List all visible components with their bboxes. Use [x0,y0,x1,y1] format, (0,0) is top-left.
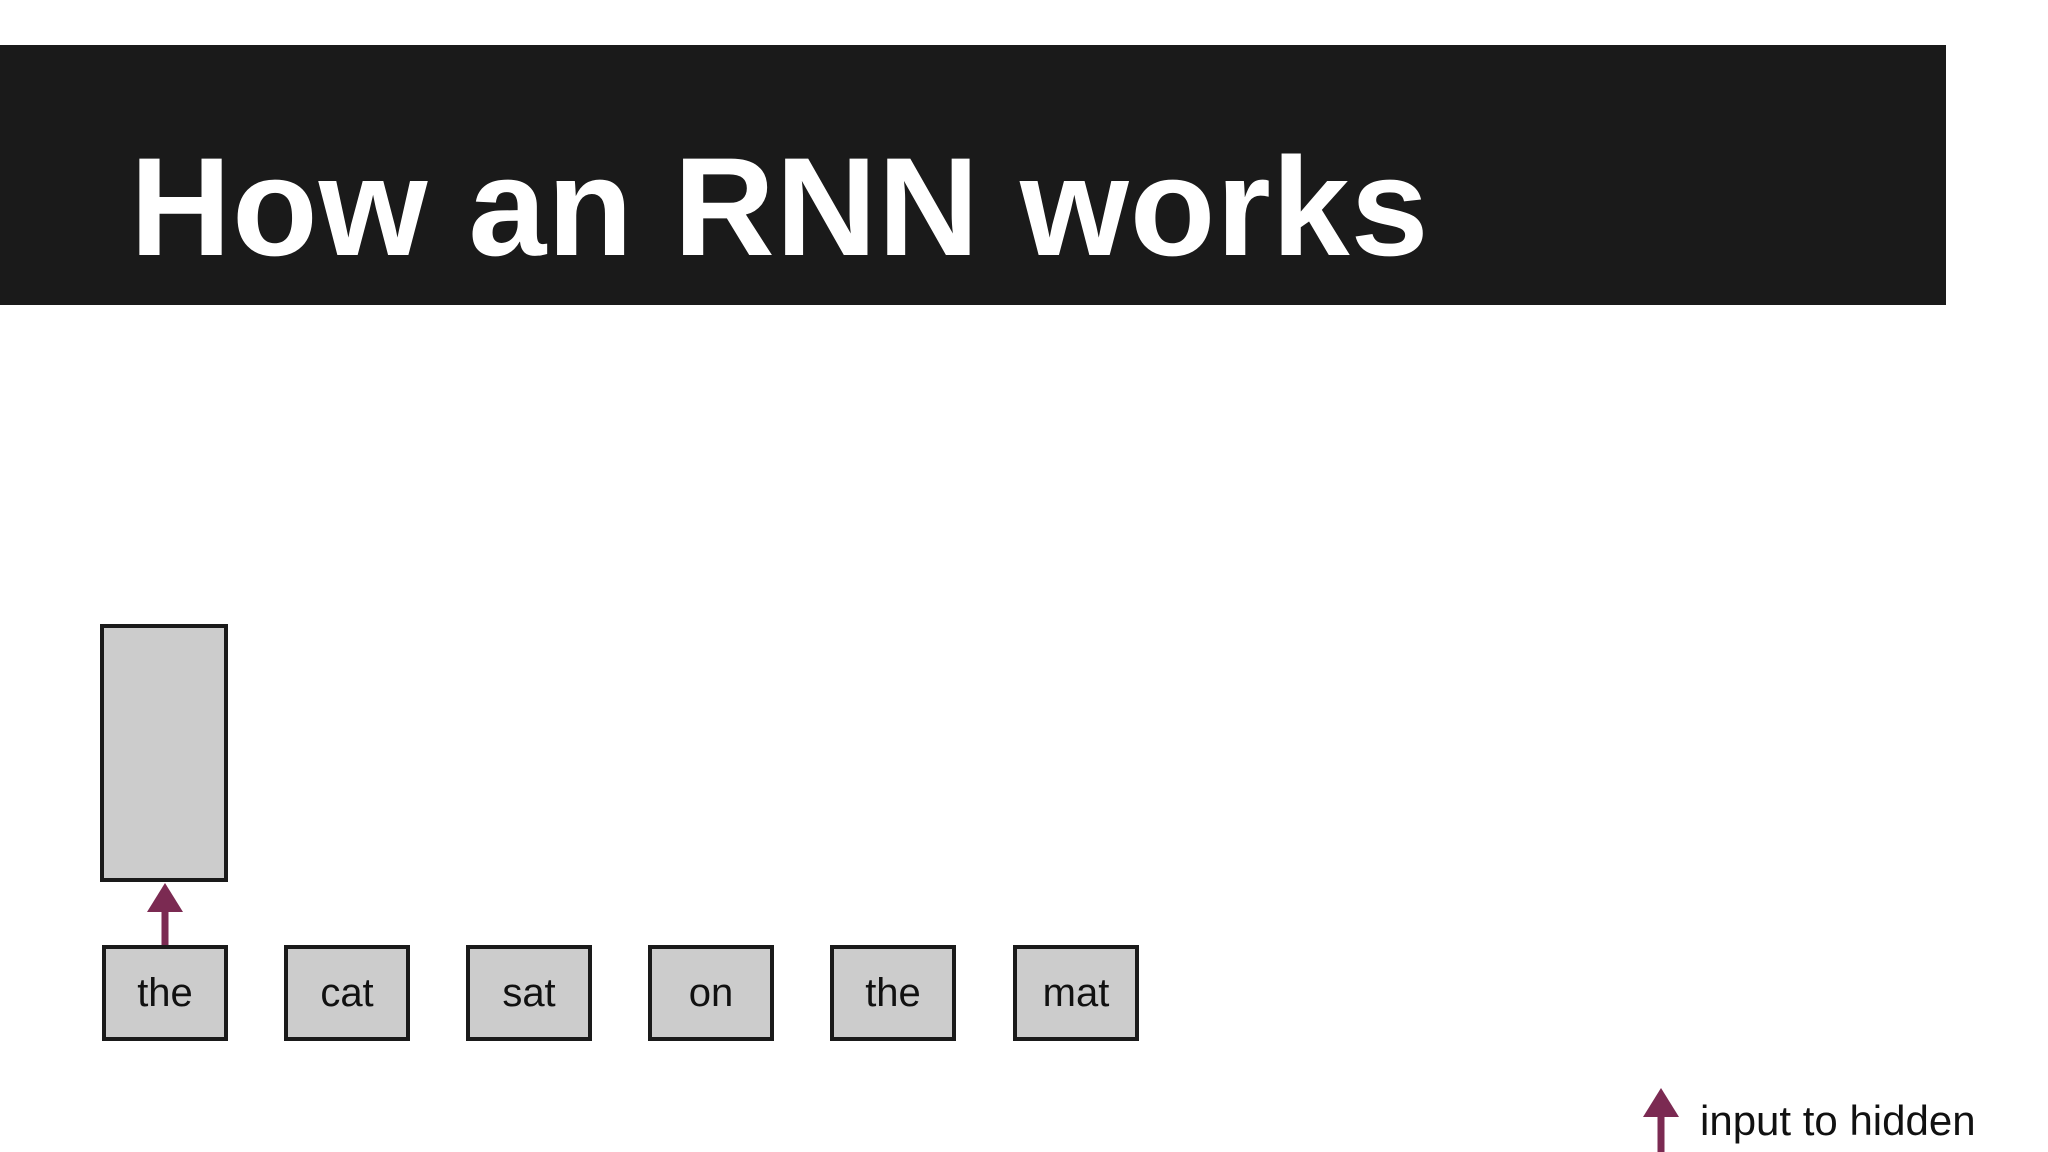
arrow-head [147,883,183,912]
hidden-state-box [100,624,228,882]
word-box-mat: mat [1013,945,1139,1041]
word-label: sat [502,970,556,1015]
legend-arrow-shaft [1657,1114,1665,1152]
word-box-sat: sat [466,945,592,1041]
word-label: mat [1042,970,1110,1015]
word-box-the-1: the [102,945,228,1041]
word-label: the [865,970,921,1015]
word-box-on: on [648,945,774,1041]
input-to-hidden-arrow [147,883,183,945]
slide-title: How an RNN works [130,128,1430,285]
word-label: the [137,970,193,1015]
up-arrow-icon [1643,1088,1679,1152]
word-box-the-2: the [830,945,956,1041]
word-box-cat: cat [284,945,410,1041]
word-label: on [688,970,734,1015]
legend-label: input to hidden [1700,1097,1976,1144]
title-bar [0,45,1946,305]
legend-arrow-head [1643,1088,1679,1117]
word-label: cat [320,970,374,1015]
arrow-shaft [161,909,169,945]
